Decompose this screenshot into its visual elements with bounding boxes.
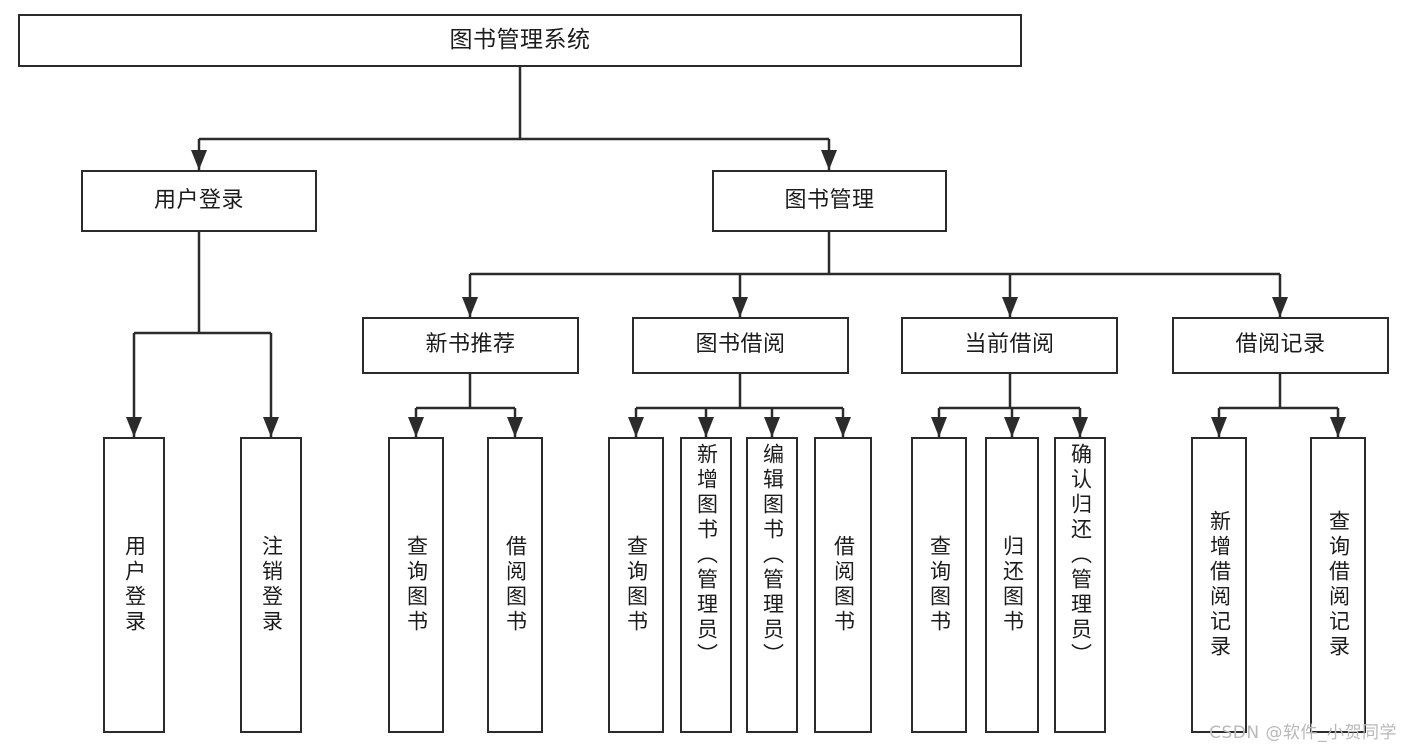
node-leaf-6[interactable]: 新增图书（管理员） bbox=[680, 437, 732, 733]
node-leaf-2[interactable]: 注销登录 bbox=[240, 437, 302, 733]
arrowhead-icon bbox=[1330, 417, 1346, 437]
arrowhead-icon bbox=[507, 417, 523, 437]
arrowhead-icon bbox=[462, 297, 478, 317]
node-level2-1[interactable]: 新书推荐 bbox=[362, 317, 579, 374]
arrowhead-icon bbox=[191, 150, 207, 170]
leaf-label-wrapper: 归还图书 bbox=[987, 439, 1037, 731]
node-label: 借阅图书 bbox=[831, 535, 856, 635]
node-label: 查询图书 bbox=[927, 535, 952, 635]
arrowhead-icon bbox=[931, 417, 947, 437]
arrowhead-icon bbox=[821, 150, 837, 170]
arrowhead-icon bbox=[1004, 417, 1020, 437]
node-leaf-5[interactable]: 查询图书 bbox=[608, 437, 664, 733]
leaf-label-wrapper: 查询图书 bbox=[390, 439, 442, 731]
node-leaf-4[interactable]: 借阅图书 bbox=[487, 437, 543, 733]
arrowhead-icon bbox=[126, 417, 142, 437]
node-leaf-10[interactable]: 归还图书 bbox=[985, 437, 1039, 733]
leaf-label-wrapper: 查询借阅记录 bbox=[1312, 439, 1364, 731]
node-leaf-1[interactable]: 用户登录 bbox=[103, 437, 165, 733]
node-leaf-12[interactable]: 新增借阅记录 bbox=[1191, 437, 1247, 733]
arrowhead-icon bbox=[408, 417, 424, 437]
node-label: 图书管理系统 bbox=[449, 26, 591, 53]
leaf-label-wrapper: 注销登录 bbox=[242, 439, 300, 731]
node-label: 归还图书 bbox=[1000, 535, 1025, 635]
arrowhead-icon bbox=[1272, 297, 1288, 317]
arrowhead-icon bbox=[698, 417, 714, 437]
arrowhead-icon bbox=[263, 417, 279, 437]
arrowhead-icon bbox=[628, 417, 644, 437]
node-label: 注销登录 bbox=[259, 535, 284, 635]
node-leaf-7[interactable]: 编辑图书（管理员） bbox=[746, 437, 798, 733]
node-leaf-11[interactable]: 确认归还（管理员） bbox=[1054, 437, 1106, 733]
arrowhead-icon bbox=[732, 297, 748, 317]
node-level2-4[interactable]: 借阅记录 bbox=[1172, 317, 1389, 374]
node-label: 用户登录 bbox=[153, 187, 244, 213]
leaf-label-wrapper: 确认归还（管理员） bbox=[1056, 439, 1104, 731]
node-label: 用户登录 bbox=[122, 535, 147, 635]
arrowhead-icon bbox=[1072, 417, 1088, 437]
node-label: 新书推荐 bbox=[425, 332, 516, 358]
node-label: 借阅图书 bbox=[503, 535, 528, 635]
arrowhead-icon bbox=[1211, 417, 1227, 437]
node-leaf-13[interactable]: 查询借阅记录 bbox=[1310, 437, 1366, 733]
node-label: 借阅记录 bbox=[1235, 332, 1326, 358]
arrowhead-icon bbox=[835, 417, 851, 437]
node-leaf-8[interactable]: 借阅图书 bbox=[814, 437, 872, 733]
node-label: 查询图书 bbox=[624, 535, 649, 635]
node-leaf-3[interactable]: 查询图书 bbox=[388, 437, 444, 733]
watermark-text: CSDN @软件_小贺同学 bbox=[1209, 723, 1397, 743]
node-label: 新增图书（管理员） bbox=[694, 443, 719, 668]
node-label: 新增借阅记录 bbox=[1207, 510, 1232, 660]
arrowhead-icon bbox=[764, 417, 780, 437]
node-label: 确认归还（管理员） bbox=[1068, 443, 1093, 668]
leaf-label-wrapper: 查询图书 bbox=[913, 439, 965, 731]
arrowhead-icon bbox=[1002, 297, 1018, 317]
node-label: 图书管理 bbox=[784, 187, 875, 213]
node-leaf-9[interactable]: 查询图书 bbox=[911, 437, 967, 733]
leaf-label-wrapper: 查询图书 bbox=[610, 439, 662, 731]
leaf-label-wrapper: 借阅图书 bbox=[816, 439, 870, 731]
node-level1-1[interactable]: 用户登录 bbox=[81, 170, 317, 232]
node-level2-2[interactable]: 图书借阅 bbox=[632, 317, 849, 374]
node-level1-2[interactable]: 图书管理 bbox=[712, 170, 947, 232]
node-label: 图书借阅 bbox=[695, 332, 786, 358]
leaf-label-wrapper: 借阅图书 bbox=[489, 439, 541, 731]
node-label: 查询图书 bbox=[404, 535, 429, 635]
node-label: 当前借阅 bbox=[964, 332, 1055, 358]
node-level2-3[interactable]: 当前借阅 bbox=[901, 317, 1118, 374]
node-label: 查询借阅记录 bbox=[1326, 510, 1351, 660]
leaf-label-wrapper: 用户登录 bbox=[105, 439, 163, 731]
leaf-label-wrapper: 新增图书（管理员） bbox=[682, 439, 730, 731]
leaf-label-wrapper: 编辑图书（管理员） bbox=[748, 439, 796, 731]
node-label: 编辑图书（管理员） bbox=[760, 443, 785, 668]
node-root-system[interactable]: 图书管理系统 bbox=[18, 14, 1022, 67]
leaf-label-wrapper: 新增借阅记录 bbox=[1193, 439, 1245, 731]
